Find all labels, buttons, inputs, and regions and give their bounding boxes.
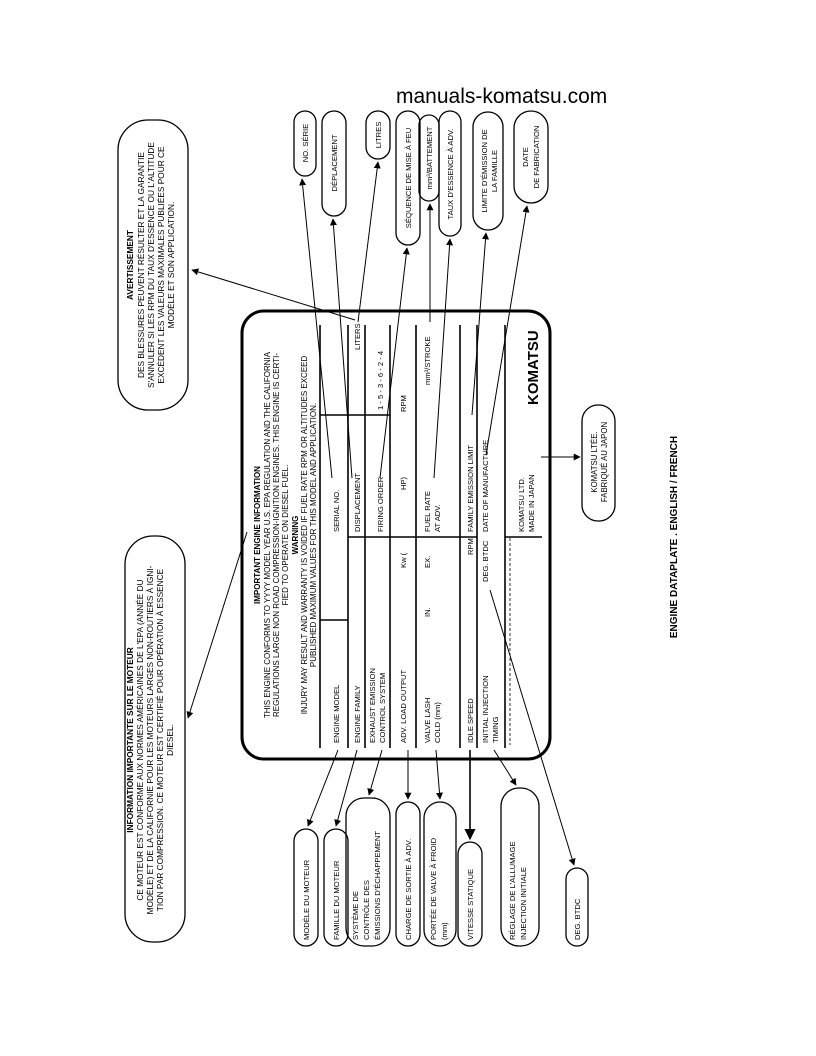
label-maker-1: KOMATSU LTD. [517,477,526,532]
arrow-portee [435,749,443,800]
arrow-family-emission [471,232,490,416]
label-liters: LITERS [353,323,362,350]
label-initial-1: INITIAL INJECTION [481,675,490,743]
plate-warning-line: INJURY MAY RESULT AND WARRANTY IS VOIDED… [300,355,309,714]
callout-famille: FAMILLE DU MOTEUR [332,860,341,940]
arrow-modele [307,749,339,827]
plate-warning-title: WARNING [291,516,300,555]
info-note-line: MODÈLE) ET DE LA CALIFORNIE POUR LES MOT… [145,565,155,914]
info-note-title: INFORMATION IMPORTANTE SUR LE MOTEUR [125,647,135,832]
callout-date-2: DE FABRICATION [532,126,541,189]
label-initial-2: TIMING [491,716,500,743]
callout-sequence: SÉQUENCE DE MISE À FEU [404,128,413,228]
avert-line: MODÈLE ET SON APPLICATION. [166,202,176,328]
callout-limite-2: LA FAMILLE [490,150,499,192]
arrow-liters [357,161,381,323]
arrow-serial [299,178,333,479]
arrow-fuel-rate [433,238,454,479]
callout-charge: CHARGE DE SORTIE À ADV. [404,839,413,940]
komatsu-logo: KOMATSU [525,330,542,405]
label-engine-model: ENGINE MODEL [332,685,341,743]
avert-line: EXCÈDENT LES VALEURS MAXIMALES PUBLIÉES … [156,146,166,384]
label-engine-family: ENGINE FAMILY [353,685,362,743]
arrow-firing [379,247,410,479]
callout-systeme-1: SYSTÈME DE [351,891,360,940]
callout-reglage-2: INJECTION INITIALE [519,867,528,940]
label-fuel-rate-2: AT ADV. [433,504,442,532]
label-exhaust-1: EXHAUST EMISSION [368,668,377,743]
arrow-reglage [493,749,517,786]
label-exhaust-2: CONTROL SYSTEM [378,673,387,743]
callout-deplacement: DÉPLACEMENT [330,134,339,191]
label-hp: HP) [399,476,408,490]
top-callouts: NO. SÉRIE DÉPLACEMENT LITRES SÉQUENCE DE… [293,110,549,246]
callout-modele: MODÈLE DU MOTEUR [302,859,311,940]
info-note-line: DIESEL. [165,724,175,756]
callout-systeme-3: ÉMISSIONS D'ÉCHAPPEMENT [373,831,382,940]
label-stroke: mm³/STROKE [423,336,432,385]
label-firing-value: 1 - 5 - 3 - 6 - 2 - 4 [376,351,385,410]
label-serial-no: SERIAL NO. [332,490,341,532]
arrow-to-info [186,531,248,719]
callout-portee-2: (mm) [440,922,449,940]
arrow-famille [334,749,358,827]
callout-deg-btdc: DEG. BTDC [573,898,582,940]
label-displacement: DISPLACEMENT [353,473,362,532]
callout-no-serie: NO. SÉRIE [301,124,310,162]
plate-header: IMPORTANT ENGINE INFORMATION [253,466,262,604]
avert-title: AVERTISSEMENT [125,230,135,300]
label-kw: Kw ( [399,552,408,568]
callout-limite-1: LIMITE D'ÉMISSION DE [480,129,489,212]
callout-litres: LITRES [374,122,383,149]
arrow-deg [489,589,576,866]
avert-line: DES BLESSURES PEUVENT RÉSULTER ET LA GAR… [136,152,146,378]
info-note-line: TION PAR COMPRESSION. CE MOTEUR EST CERT… [155,568,165,911]
label-valve-1: VALVE LASH [423,698,432,743]
label-date-manufacture: DATE OF MANUFACTURE [481,440,490,532]
label-rpm2: RPM [466,538,475,555]
label-family-emission: FAMILY EMISSION LIMIT [466,445,475,532]
plate-intro-line: REGULATIONS LARGE NON ROAD COMPRESSION-I… [272,353,281,717]
watermark-text: manuals-komatsu.com [396,85,608,108]
callout-systeme-2: CONTRÔLE DES [362,880,371,940]
plate-intro-line: THIS ENGINE CONFORMS TO YYYY MODEL YEAR … [263,351,272,718]
info-note: INFORMATION IMPORTANTE SUR LE MOTEUR CE … [124,535,186,943]
avert-line: S'ANNULER SI LES RPM DU TAUX D'ESSENCE O… [146,142,156,388]
arrow-displacement [329,218,353,479]
label-ex: EX. [423,556,432,568]
arrow-date [485,205,530,456]
callout-battement: mm³/BATTEMENT [425,126,434,189]
avertissement-note: AVERTISSEMENT DES BLESSURES PEUVENT RÉSU… [117,119,189,411]
plate-warning-line: PUBLISHED MAXIMUM VALUES FOR THIS MODEL … [309,403,318,667]
label-idle-speed: IDLE SPEED [466,698,475,743]
maker-note-line: KOMATSU LTÉE. [590,431,599,492]
label-fuel-rate-1: FUEL RATE [423,491,432,532]
callout-portee-1: PORTÉE DE VALVE À FROID [429,837,438,940]
label-rpm: RPM [399,395,408,412]
info-note-line: CE MOTEUR EST CONFORME AUX NORMES AMÉRIC… [135,579,145,900]
label-in: IN. [423,607,432,617]
callout-date-1: DATE [521,147,530,167]
label-adv-load: ADV. LOAD OUTPUT [399,669,408,743]
maker-note: KOMATSU LTÉE. FABRIQUÉ AU JAPON [581,404,616,522]
bottom-callouts: MODÈLE DU MOTEUR FAMILLE DU MOTEUR SYSTÈ… [293,787,589,947]
maker-note-line: FABRIQUÉ AU JAPON [600,422,609,502]
dataplate: IMPORTANT ENGINE INFORMATION THIS ENGINE… [240,309,552,761]
label-firing-order: FIRING ORDER [376,476,385,532]
callout-reglage-1: RÉGLAGE DE L'ALLUMAGE [508,841,517,940]
callout-taux: TAUX D'ESSENCE À ADV. [446,129,455,220]
plate-intro-line: FIED TO OPERATE ON DIESEL FUEL. [281,465,290,606]
callout-vitesse: VITESSE STATIQUE [466,869,475,940]
label-deg: DEG. BTDC [481,540,490,582]
figure-title: ENGINE DATAPLATE . ENGLISH / FRENCH [669,436,680,638]
label-maker-2: MADE IN JAPAN [527,474,536,532]
label-valve-2: COLD (mm) [433,702,442,743]
arrow-systeme [367,749,383,796]
